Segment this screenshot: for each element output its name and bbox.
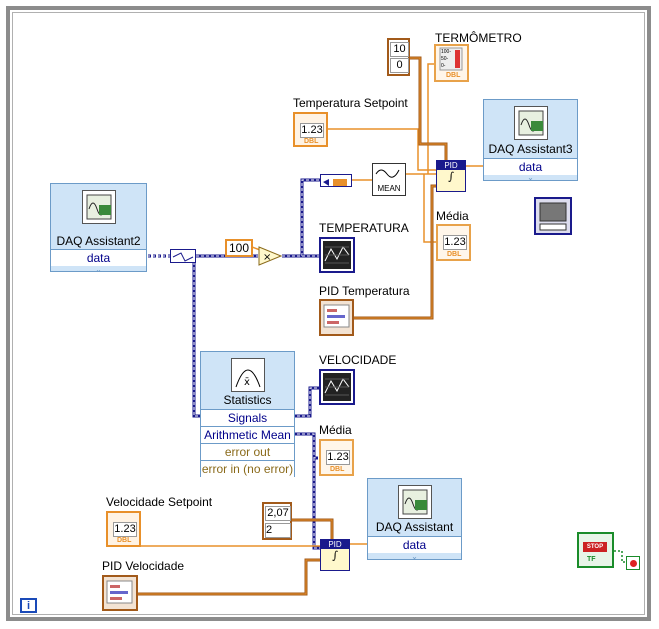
velocidade-chart-indicator — [319, 369, 355, 405]
stop-button-terminal[interactable]: STOP TF — [577, 532, 614, 568]
statistics-node[interactable]: x̄ Statistics Signals Arithmetic Mean er… — [200, 351, 295, 477]
daq-icon — [513, 106, 548, 140]
termometro-indicator: 100-50-0- DBL — [434, 44, 469, 82]
label-pid-velocidade: PID Velocidade — [102, 559, 185, 573]
expand-chevron-icon[interactable]: ⌄ — [411, 552, 418, 561]
daq-assistant3-node[interactable]: DAQ Assistant3 data ⌄ — [483, 99, 578, 182]
dbl-tag: DBL — [330, 466, 345, 473]
output-range-cluster-bottom[interactable]: 2,07 2 — [262, 502, 292, 540]
label-temperatura: TEMPERATURA — [319, 221, 409, 235]
daq-assistant-data-terminal[interactable]: data — [368, 536, 461, 553]
svg-text:x̄: x̄ — [244, 377, 250, 388]
pid-temperatura-gains-control[interactable] — [319, 299, 354, 336]
statistics-title: Statistics — [223, 393, 272, 407]
range-bottom-high[interactable]: 2,07 — [265, 506, 291, 521]
multiply-function[interactable]: × — [258, 246, 283, 266]
wire-range-bottom[interactable] — [292, 518, 334, 540]
media-bottom-indicator: 1.23 DBL — [319, 439, 354, 476]
expand-chevron-icon[interactable]: ⌄ — [527, 173, 534, 182]
dbl-tag: DBL — [304, 138, 319, 145]
pid-integral-icon: ∫ — [332, 549, 338, 562]
vel-setpoint-display: 1.23 — [113, 522, 137, 537]
daq-assistant2-data-terminal[interactable]: data — [51, 249, 146, 266]
expand-chevron-icon[interactable]: ⌄ — [95, 265, 102, 274]
wire-tsp-to-pid[interactable] — [328, 128, 436, 171]
pid-tag: PID — [437, 161, 465, 170]
media-top-display: 1.23 — [443, 235, 467, 250]
label-media-top: Média — [436, 209, 469, 223]
label-temp-setpoint: Temperatura Setpoint — [293, 96, 408, 110]
pid-function-velocity[interactable]: PID ∫ — [320, 539, 350, 571]
range-bottom-low[interactable]: 2 — [265, 523, 291, 538]
dbl-tag: DBL — [447, 251, 462, 258]
label-media-bottom: Média — [319, 423, 352, 437]
wire-pidtemp-to-pid[interactable] — [354, 184, 436, 320]
pid-velocidade-gains-control[interactable] — [102, 575, 138, 611]
daq-assistant-node[interactable]: DAQ Assistant data ⌄ — [367, 478, 462, 561]
daq-assistant2-title: DAQ Assistant2 — [56, 234, 141, 248]
statistics-signals-terminal[interactable]: Signals — [201, 409, 294, 426]
pid-integral-icon: ∫ — [448, 170, 454, 183]
media-top-indicator: 1.23 DBL — [436, 224, 471, 261]
label-vel-setpoint: Velocidade Setpoint — [106, 495, 213, 509]
label-velocidade: VELOCIDADE — [319, 353, 397, 367]
daq-assistant2-node[interactable]: DAQ Assistant2 data ⌄ — [50, 183, 147, 274]
media-bottom-display: 1.23 — [326, 450, 350, 465]
dbl-tag: DBL — [446, 72, 461, 79]
wire-multiply-out[interactable] — [282, 178, 320, 258]
statistics-error-in-terminal[interactable]: error in (no error) — [201, 460, 294, 477]
while-loop-border[interactable] — [6, 6, 651, 621]
wire-mean-to-thermo[interactable] — [427, 63, 434, 174]
daq-icon — [397, 485, 432, 519]
mean-label: MEAN — [377, 184, 401, 193]
velocidade-setpoint-control[interactable]: 1.23 DBL — [106, 511, 141, 547]
temperatura-setpoint-control[interactable]: 1.23 DBL — [293, 112, 328, 147]
daq-assistant-title: DAQ Assistant — [375, 520, 454, 534]
label-termometro: TERMÔMETRO — [435, 31, 522, 45]
iteration-terminal-icon[interactable]: i — [20, 598, 37, 613]
constant-100[interactable]: 100 — [225, 239, 254, 257]
wire-pidvel-to-pid[interactable] — [138, 558, 320, 596]
label-pid-temperatura: PID Temperatura — [319, 284, 410, 298]
split-signals-node[interactable] — [170, 249, 196, 263]
range-top-high[interactable]: 10 — [390, 42, 409, 57]
wire-split-to-statistics[interactable] — [192, 262, 202, 418]
tf-tag: TF — [587, 556, 596, 563]
convert-from-dynamic-data[interactable] — [320, 174, 352, 187]
wire-stop[interactable] — [614, 550, 628, 563]
temp-setpoint-display: 1.23 — [300, 123, 324, 138]
statistics-arithmetic-mean-terminal[interactable]: Arithmetic Mean — [201, 426, 294, 443]
svg-text:×: × — [263, 252, 271, 263]
statistics-icon: x̄ — [230, 358, 265, 392]
output-range-cluster-top[interactable]: 10 0 — [387, 38, 410, 76]
temperatura-chart-indicator — [319, 237, 355, 273]
pid-tag: PID — [321, 540, 349, 549]
loop-condition-terminal[interactable] — [626, 556, 640, 570]
statistics-error-out-terminal[interactable]: error out — [201, 443, 294, 460]
dbl-tag: DBL — [117, 537, 132, 544]
daq-assistant3-data-terminal[interactable]: data — [484, 158, 577, 175]
range-top-low[interactable]: 0 — [390, 58, 409, 73]
wire-stats-to-velocidade[interactable] — [292, 386, 320, 418]
wire-range-top[interactable] — [410, 56, 448, 160]
wire-mean-velocity[interactable] — [292, 432, 320, 550]
pid-function-temperature[interactable]: PID ∫ — [436, 160, 466, 192]
thermo-ticks: 100-50-0- — [441, 49, 452, 69]
mean-function[interactable]: MEAN — [372, 163, 406, 196]
wire-mean-to-media[interactable] — [423, 174, 436, 243]
waveform-indicator — [534, 197, 572, 235]
stop-if-true-icon — [630, 560, 637, 567]
daq-icon — [81, 190, 116, 224]
daq-assistant3-title: DAQ Assistant3 — [488, 142, 573, 156]
stop-label: STOP — [583, 542, 607, 552]
